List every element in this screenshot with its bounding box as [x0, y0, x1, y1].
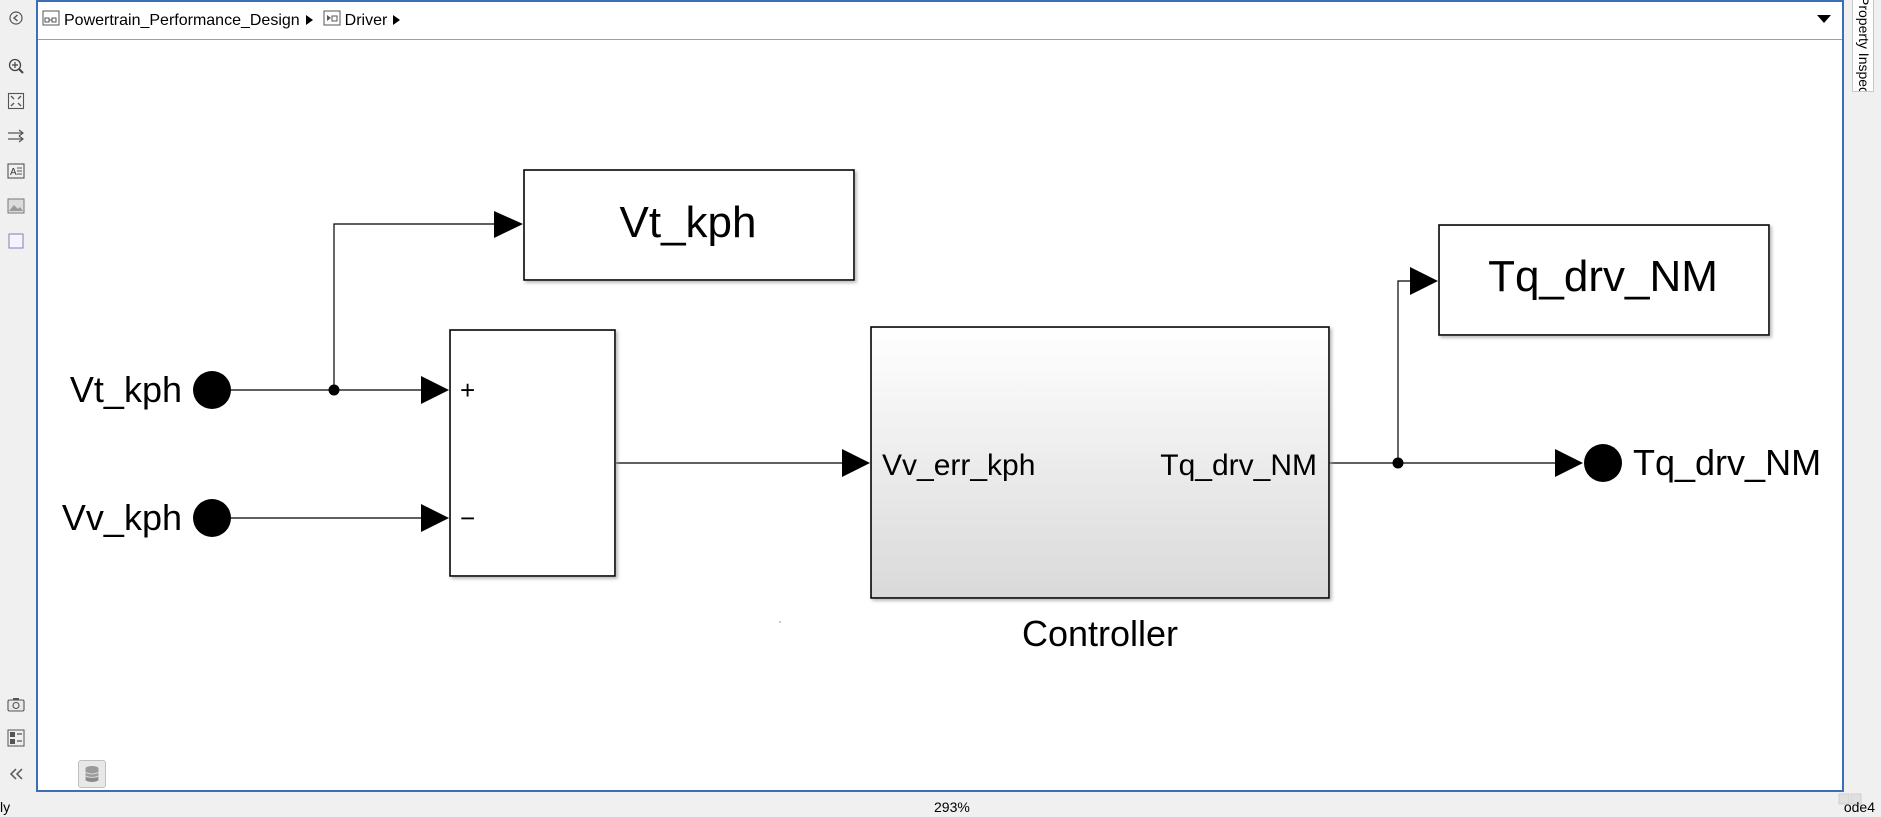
annotation-icon[interactable]: A: [6, 161, 26, 181]
breadcrumb-label-model: Powertrain_Performance_Design: [64, 11, 300, 29]
canvas-dot: [779, 621, 781, 623]
zoom-level[interactable]: 293%: [934, 799, 970, 815]
back-icon[interactable]: [6, 8, 26, 28]
property-inspector-label: Property Inspector: [1856, 0, 1872, 92]
svg-text:A: A: [10, 167, 17, 178]
signal-line-vt-branch[interactable]: [333, 223, 502, 390]
breadcrumb-label-driver: Driver: [344, 11, 388, 29]
area-icon[interactable]: [6, 231, 26, 251]
breadcrumb-item-model[interactable]: Powertrain_Performance_Design: [38, 10, 319, 31]
breadcrumb: Powertrain_Performance_Design Driver: [38, 2, 1842, 40]
inport-vt-kph[interactable]: Vt_kph: [70, 369, 231, 410]
sum-block[interactable]: + −: [449, 329, 616, 577]
block-diagram: Vt_kph Vv_kph + − Vt_kph Vv_err_kph Tq_d…: [62, 169, 1821, 654]
branch-point: [1392, 457, 1404, 469]
explorer-bar-icon[interactable]: [6, 728, 26, 748]
arrowhead: [842, 449, 870, 477]
sum-minus-sign: −: [460, 503, 475, 533]
goto-tq-drv-nm-label: Tq_drv_NM: [1488, 252, 1718, 301]
model-icon: [42, 10, 60, 31]
zoom-in-icon[interactable]: [6, 56, 26, 76]
outport-tq-drv-nm-label: Tq_drv_NM: [1633, 442, 1821, 483]
model-canvas[interactable]: Powertrain_Performance_Design Driver: [36, 0, 1844, 792]
goto-block-tq-drv-nm[interactable]: Tq_drv_NM: [1438, 224, 1770, 336]
collapse-icon[interactable]: [6, 764, 26, 784]
controller-output-port-label: Tq_drv_NM: [1160, 449, 1317, 482]
goto-block-vt-kph[interactable]: Vt_kph: [523, 169, 855, 281]
breadcrumb-item-driver[interactable]: Driver: [319, 10, 407, 31]
goto-vt-kph-label: Vt_kph: [620, 198, 757, 247]
solver-name[interactable]: ode4: [1843, 799, 1875, 815]
sum-plus-sign: +: [460, 375, 475, 405]
branch-point: [328, 384, 340, 396]
arrowhead: [421, 504, 449, 532]
fit-view-icon[interactable]: [6, 91, 26, 111]
database-icon: [85, 766, 99, 782]
camera-icon[interactable]: [6, 694, 26, 714]
outport-tq-drv-nm[interactable]: Tq_drv_NM: [1584, 442, 1821, 483]
inport-vt-kph-label: Vt_kph: [70, 369, 182, 410]
status-ready-text: ly: [0, 799, 11, 815]
arrowhead: [494, 211, 523, 238]
controller-name: Controller: [1022, 613, 1178, 654]
inport-vv-kph-label: Vv_kph: [62, 497, 182, 538]
status-bar: ly 293% ode4: [0, 792, 1881, 817]
subsystem-icon: [323, 10, 341, 31]
arrowhead: [1555, 449, 1583, 477]
inport-vv-kph[interactable]: Vv_kph: [62, 497, 231, 538]
image-icon[interactable]: [6, 196, 26, 216]
property-inspector-tab[interactable]: Property Inspector: [1852, 0, 1874, 92]
model-data-button[interactable]: [78, 760, 106, 788]
controller-subsystem[interactable]: Vv_err_kph Tq_drv_NM Controller: [870, 326, 1330, 654]
resize-grip-icon: [1838, 793, 1862, 805]
breadcrumb-arrow-icon: [305, 12, 313, 30]
chevron-down-icon[interactable]: [1816, 12, 1832, 26]
right-panel: [1846, 0, 1881, 792]
controller-input-port-label: Vv_err_kph: [882, 449, 1035, 482]
arrowhead: [421, 376, 449, 404]
breadcrumb-arrow-icon: [393, 12, 401, 30]
arrowhead: [1410, 267, 1438, 295]
left-toolbar: A: [0, 0, 36, 792]
arrowheads: [421, 211, 1583, 532]
signal-line-tq-branch[interactable]: [1397, 280, 1416, 463]
signal-routing-icon[interactable]: [6, 126, 26, 146]
